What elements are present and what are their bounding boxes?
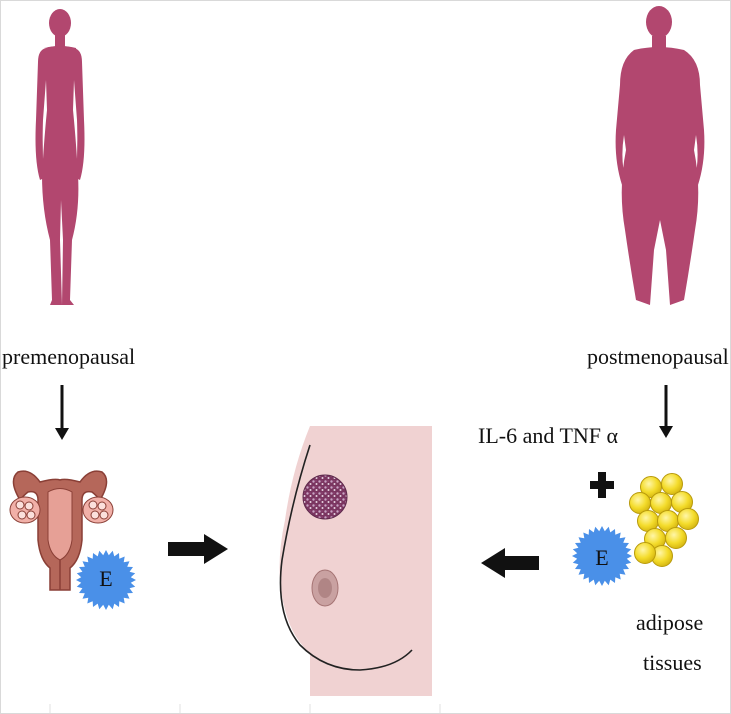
arrow-left xyxy=(481,548,539,578)
bottom-tick-marks xyxy=(49,704,441,714)
breast-illustration xyxy=(279,426,432,696)
adipose-label: adipose xyxy=(636,610,704,635)
down-arrow-left xyxy=(55,385,69,440)
tumor xyxy=(302,474,348,520)
estrogen-label-left: E xyxy=(99,566,113,591)
right-ovary xyxy=(82,496,114,524)
left-ovary xyxy=(9,496,41,524)
estrogen-label-right: E xyxy=(595,545,609,570)
estrogen-starburst-right xyxy=(572,526,632,586)
adipose-cell-cluster xyxy=(629,473,699,567)
cytokines-label: IL-6 and TNF α xyxy=(478,423,619,448)
fat-cell xyxy=(661,473,683,495)
arrow-right xyxy=(168,534,228,564)
postmenopausal-label: postmenopausal xyxy=(587,344,729,369)
fat-cell xyxy=(634,542,656,564)
fat-cell xyxy=(677,508,699,530)
estrogen-starburst-left xyxy=(76,550,136,610)
down-arrow-right xyxy=(659,385,673,438)
slim-woman-silhouette xyxy=(35,9,85,305)
obese-woman-silhouette xyxy=(615,6,705,305)
premenopausal-label: premenopausal xyxy=(2,344,136,369)
fat-cell xyxy=(665,527,687,549)
uterus-illustration xyxy=(9,470,114,591)
tissues-label: tissues xyxy=(643,650,702,675)
plus-icon xyxy=(590,472,614,498)
